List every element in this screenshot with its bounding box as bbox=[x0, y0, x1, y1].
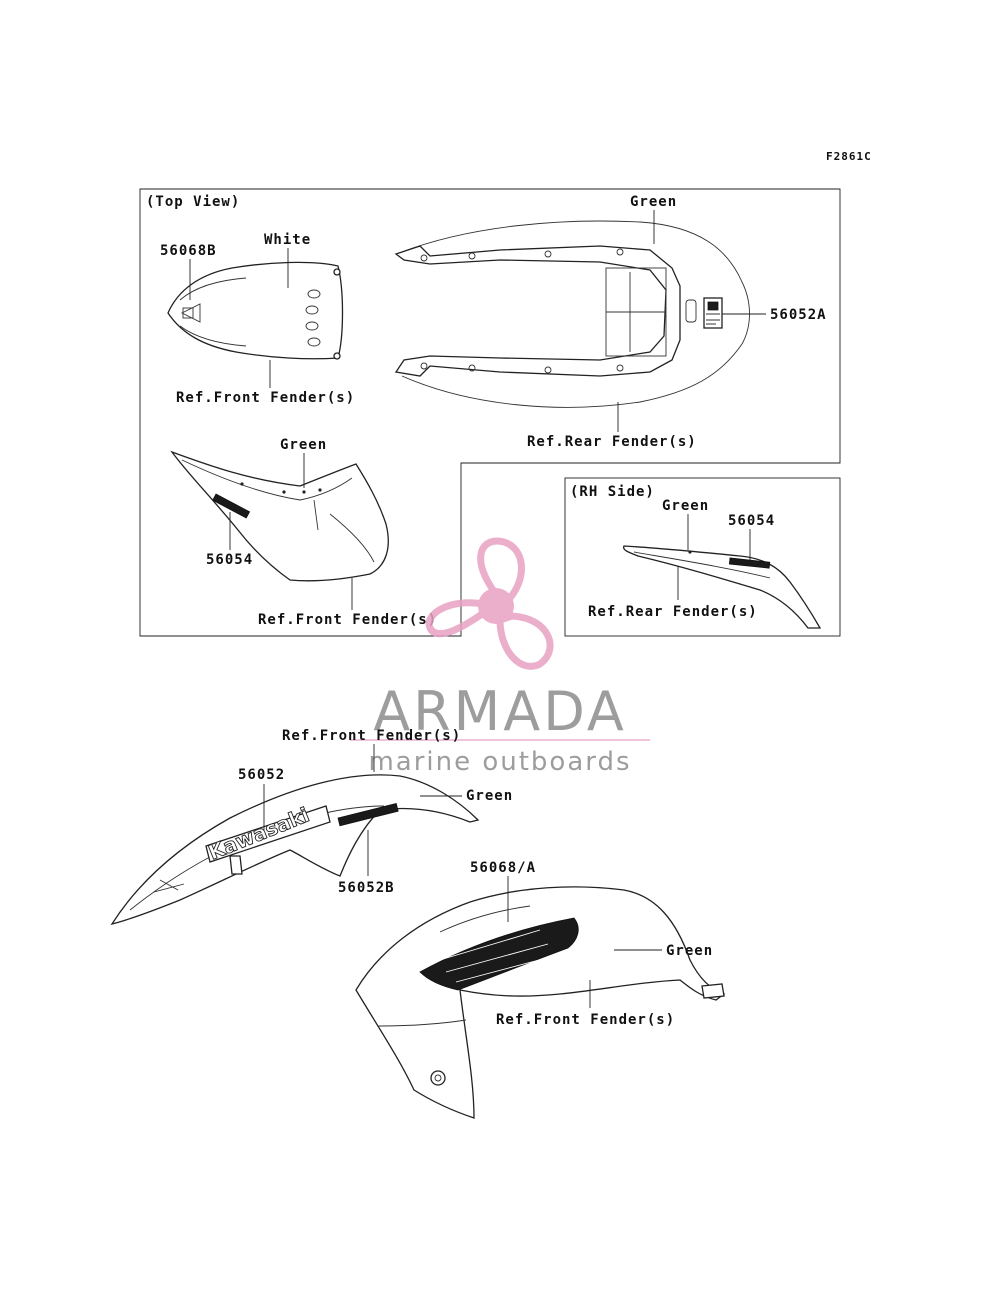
label-green-lower-2: Green bbox=[666, 943, 713, 959]
rh-side-frame bbox=[564, 477, 841, 637]
watermark-tagline: marine outboards bbox=[368, 747, 631, 777]
label-56052a: 56052A bbox=[770, 307, 827, 323]
label-ref-front-fender-bottom: Ref.Front Fender(s) bbox=[496, 1012, 675, 1028]
armada-watermark: ARMADA marine outboards bbox=[350, 537, 650, 777]
label-ref-front-fender-1: Ref.Front Fender(s) bbox=[176, 390, 355, 406]
label-green-lower-1: Green bbox=[466, 788, 513, 804]
rh-label-green: Green bbox=[662, 498, 709, 514]
label-white: White bbox=[264, 232, 311, 248]
rh-label-ref-rear-fender: Ref.Rear Fender(s) bbox=[588, 604, 758, 620]
label-ref-front-fender-top: Ref.Front Fender(s) bbox=[282, 728, 461, 744]
front-fender-top-view bbox=[167, 261, 344, 360]
label-ref-rear-fender: Ref.Rear Fender(s) bbox=[527, 434, 697, 450]
front-fender-kawasaki: Kawasaki bbox=[110, 774, 480, 926]
label-green-rear: Green bbox=[630, 194, 677, 210]
watermark-brand: ARMADA bbox=[373, 680, 627, 743]
label-ref-front-fender-2: Ref.Front Fender(s) bbox=[258, 612, 437, 628]
front-fender-side-view bbox=[170, 450, 389, 582]
rh-label-56054: 56054 bbox=[728, 513, 775, 529]
label-56068b: 56068B bbox=[160, 243, 217, 259]
propeller-logo-icon bbox=[425, 537, 554, 670]
label-green-front: Green bbox=[280, 437, 327, 453]
label-56068a: 56068/A bbox=[470, 860, 536, 876]
rear-fender-rh-side bbox=[622, 545, 822, 629]
top-view-frame bbox=[139, 188, 841, 637]
rh-side-title: (RH Side) bbox=[570, 484, 655, 500]
rear-fender-top-view bbox=[394, 220, 750, 408]
label-56052b: 56052B bbox=[338, 880, 395, 896]
front-fender-lower-shroud bbox=[355, 886, 726, 1119]
figure-code: F2861C bbox=[826, 150, 872, 163]
label-56054: 56054 bbox=[206, 552, 253, 568]
label-56052: 56052 bbox=[238, 767, 285, 783]
top-view-title: (Top View) bbox=[146, 194, 240, 210]
